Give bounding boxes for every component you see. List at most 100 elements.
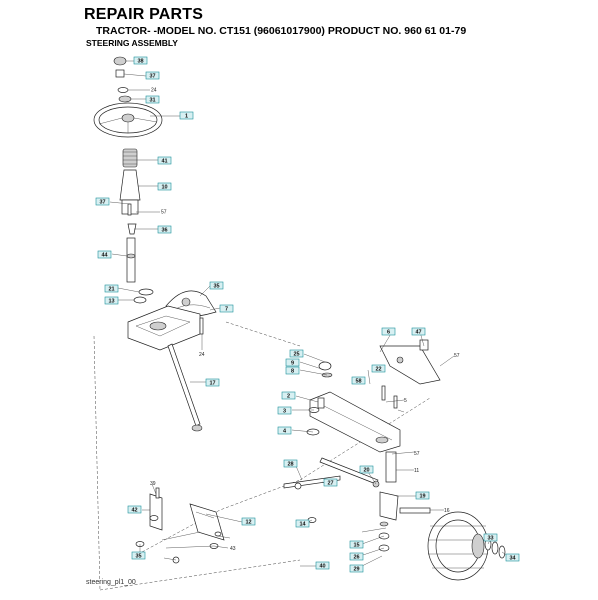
svg-text:21: 21 bbox=[108, 287, 114, 293]
section-title: STEERING ASSEMBLY bbox=[86, 38, 178, 48]
svg-text:14: 14 bbox=[299, 522, 306, 528]
svg-text:37: 37 bbox=[149, 74, 155, 80]
callout-34: 34 bbox=[505, 553, 520, 562]
svg-text:13: 13 bbox=[108, 299, 114, 305]
svg-text:35: 35 bbox=[135, 554, 141, 560]
callout-47: 47 bbox=[411, 327, 426, 336]
bracket-assembly-left bbox=[135, 487, 225, 564]
steering-coupler bbox=[127, 223, 137, 235]
callout-8: 8 bbox=[285, 366, 300, 375]
svg-text:16: 16 bbox=[444, 508, 450, 514]
svg-text:15: 15 bbox=[353, 543, 359, 549]
assembly-dashed-outline bbox=[93, 321, 431, 591]
callout-39: 39 bbox=[150, 481, 156, 487]
callout-20: 20 bbox=[359, 465, 374, 474]
svg-text:34: 34 bbox=[509, 556, 516, 562]
page-title: REPAIR PARTS bbox=[84, 6, 204, 23]
callout-29: 29 bbox=[349, 564, 364, 573]
steering-support-plate bbox=[127, 305, 204, 351]
callout-27: 27 bbox=[323, 478, 338, 487]
callout-3: 3 bbox=[277, 406, 292, 415]
svg-text:12: 12 bbox=[245, 520, 251, 526]
callout-15: 15 bbox=[349, 540, 364, 549]
svg-text:58: 58 bbox=[355, 379, 361, 385]
callout-17: 17 bbox=[205, 378, 220, 387]
svg-text:57: 57 bbox=[161, 210, 167, 216]
callout-44: 44 bbox=[97, 250, 112, 259]
callout-37a: 37 bbox=[145, 71, 160, 80]
svg-text:3: 3 bbox=[283, 409, 286, 415]
callout-11: 11 bbox=[414, 468, 419, 474]
callout-10: 10 bbox=[157, 182, 172, 191]
svg-text:9: 9 bbox=[291, 361, 294, 367]
svg-text:38: 38 bbox=[137, 59, 143, 65]
callout-42: 42 bbox=[127, 505, 142, 514]
callout-36: 36 bbox=[157, 225, 172, 234]
svg-text:42: 42 bbox=[131, 508, 137, 514]
callout-37b: 37 bbox=[95, 197, 110, 206]
svg-text:35: 35 bbox=[213, 284, 219, 290]
callout-5: 5 bbox=[404, 398, 407, 404]
front-axle-assembly bbox=[309, 391, 401, 453]
callout-28: 28 bbox=[283, 459, 298, 468]
svg-text:22: 22 bbox=[375, 367, 381, 373]
callout-33: 33 bbox=[483, 533, 498, 542]
svg-text:27: 27 bbox=[327, 481, 333, 487]
svg-text:1: 1 bbox=[185, 114, 188, 120]
steering-shaft-lower bbox=[167, 343, 203, 432]
svg-text:39: 39 bbox=[150, 481, 156, 487]
svg-text:17: 17 bbox=[209, 381, 215, 387]
callout-14: 14 bbox=[295, 519, 310, 528]
steering-shaft-upper bbox=[126, 237, 136, 283]
svg-text:41: 41 bbox=[161, 159, 167, 165]
callout-9: 9 bbox=[285, 358, 300, 367]
svg-text:57: 57 bbox=[414, 451, 420, 457]
steering-washer bbox=[118, 95, 132, 103]
callout-13: 13 bbox=[104, 296, 119, 305]
svg-text:47: 47 bbox=[415, 330, 421, 336]
svg-text:37: 37 bbox=[99, 200, 105, 206]
callout-57a: 57 bbox=[161, 210, 167, 216]
svg-text:26: 26 bbox=[353, 555, 359, 561]
callout-43: 43 bbox=[230, 546, 236, 552]
callout-57b: 57 bbox=[454, 353, 460, 359]
callout-35b: 35 bbox=[131, 551, 146, 560]
callout-22: 22 bbox=[371, 364, 386, 373]
callout-24b: 24 bbox=[199, 352, 205, 358]
footer-filename: steering_pl1_00 bbox=[86, 579, 136, 586]
callout-38: 38 bbox=[133, 56, 148, 65]
svg-text:33: 33 bbox=[487, 536, 493, 542]
svg-text:44: 44 bbox=[101, 253, 108, 259]
svg-text:28: 28 bbox=[287, 462, 293, 468]
svg-text:8: 8 bbox=[291, 369, 294, 375]
callout-41: 41 bbox=[157, 156, 172, 165]
callout-24a: 24 bbox=[151, 88, 157, 94]
callout-40: 40 bbox=[315, 561, 330, 570]
pin-bolt bbox=[127, 203, 132, 216]
svg-text:57: 57 bbox=[454, 353, 460, 359]
shaft-collar bbox=[126, 253, 136, 259]
callout-2: 2 bbox=[281, 391, 296, 400]
svg-text:31: 31 bbox=[149, 98, 155, 104]
svg-text:24: 24 bbox=[151, 88, 157, 94]
front-wheel bbox=[427, 511, 489, 581]
bushing-21 bbox=[138, 288, 154, 296]
svg-text:29: 29 bbox=[353, 567, 359, 573]
svg-text:7: 7 bbox=[225, 307, 228, 313]
callout-35: 35 bbox=[209, 281, 224, 290]
callout-31: 31 bbox=[145, 95, 160, 104]
svg-text:43: 43 bbox=[230, 546, 236, 552]
callout-58: 58 bbox=[351, 376, 366, 385]
callout-4: 4 bbox=[277, 426, 292, 435]
callout-1: 1 bbox=[179, 111, 194, 120]
steering-cap bbox=[113, 56, 127, 66]
svg-text:20: 20 bbox=[363, 468, 369, 474]
callout-19: 19 bbox=[415, 491, 430, 500]
callout-26: 26 bbox=[349, 552, 364, 561]
steering-adapter bbox=[122, 148, 138, 168]
svg-text:19: 19 bbox=[419, 494, 425, 500]
steering-wheel bbox=[93, 102, 163, 138]
svg-text:36: 36 bbox=[161, 228, 167, 234]
